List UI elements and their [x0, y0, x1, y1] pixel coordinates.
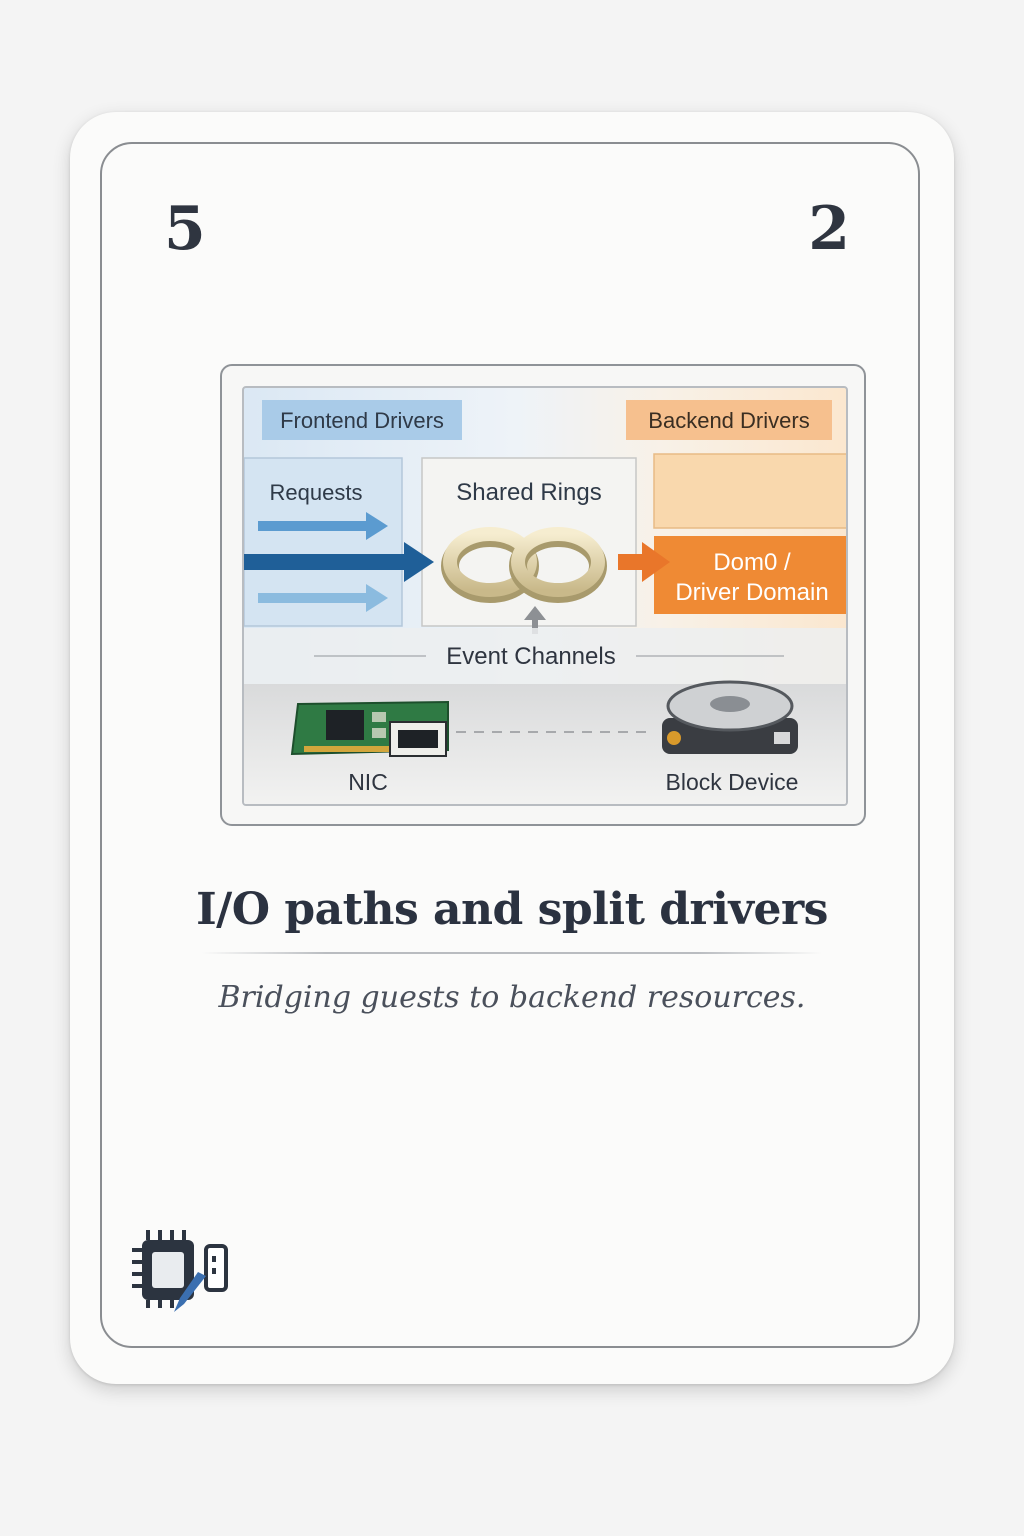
value-number: 2 [808, 194, 850, 264]
frontend-drivers-label: Frontend Drivers [280, 408, 444, 433]
nic-label: NIC [348, 769, 388, 795]
backend-drivers-label: Backend Drivers [648, 408, 809, 433]
card-border: 5 2 Fro [100, 142, 920, 1348]
card-title: I/O paths and split drivers [196, 884, 828, 935]
backend-panel [653, 453, 846, 529]
backend-label-box [626, 400, 832, 440]
block-device-icon [662, 680, 798, 754]
dom0-label-line2: Driver Domain [675, 579, 828, 606]
event-channels-label: Event Channels [446, 643, 615, 670]
event-up-arrow [524, 606, 546, 634]
request-arrow-1 [258, 512, 388, 540]
cost-number: 5 [164, 194, 206, 264]
request-arrow-main [244, 542, 434, 582]
title-divider [202, 952, 822, 954]
chip-with-plug-icon [128, 1226, 228, 1322]
card-subtitle: Bridging guests to backend resources. [218, 980, 806, 1015]
shared-rings-label: Shared Rings [456, 479, 601, 506]
dom0-panel [654, 536, 846, 614]
block-device-label: Block Device [666, 769, 799, 795]
game-card[interactable]: 5 2 Fro [70, 112, 954, 1384]
illustration-frame: Frontend Drivers Backend Drivers Request… [220, 364, 866, 826]
requests-label: Requests [270, 480, 363, 505]
dom0-label-line1: Dom0 / [713, 549, 791, 576]
nic-icon [290, 700, 449, 757]
frontend-label-box [262, 400, 462, 440]
split-driver-illustration: Frontend Drivers Backend Drivers Request… [242, 386, 848, 806]
request-arrow-3 [258, 584, 388, 612]
backend-arrow [618, 542, 670, 582]
shared-rings-icon [441, 527, 607, 603]
